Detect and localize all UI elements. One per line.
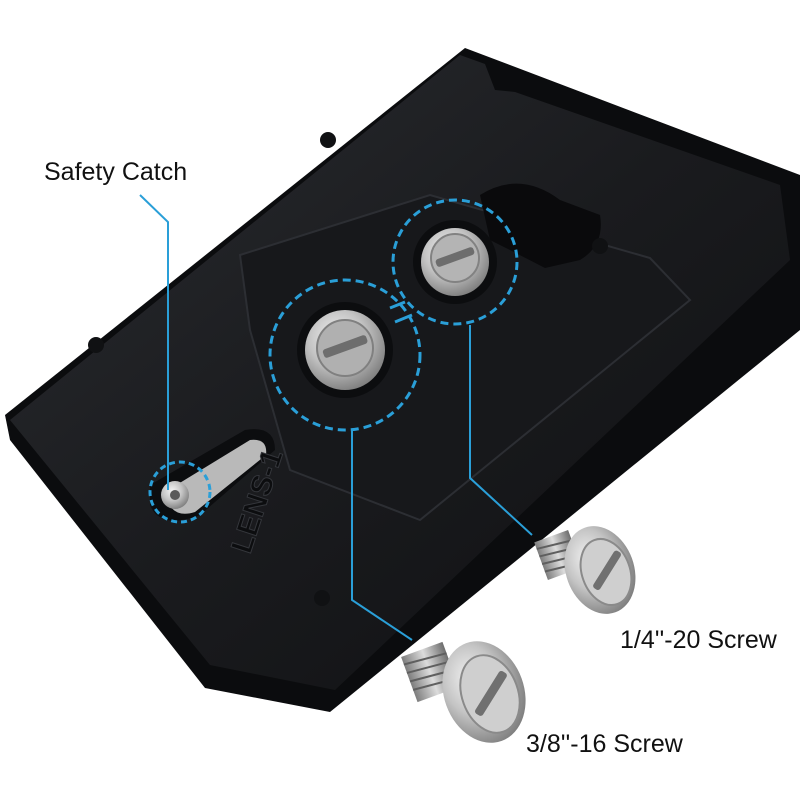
quarter-screw-label: 1/4''-20 Screw — [620, 626, 777, 654]
mounting-plate: LENS-1 — [5, 48, 800, 712]
mounted-screw-small — [413, 220, 497, 304]
slot-cutout — [480, 183, 601, 268]
highlight-circle-small-screw — [391, 198, 519, 326]
callout-line-threeeighths-screw — [351, 430, 413, 641]
highlight-circle-safety-catch — [148, 460, 212, 524]
highlight-circle-large-screw — [268, 278, 422, 432]
safety-catch-lever — [165, 439, 267, 514]
safety-catch-label: Safety Catch — [44, 158, 188, 186]
threeeighths-screw-label: 3/8''-16 Screw — [526, 730, 683, 758]
callout-line-safety-catch — [139, 194, 169, 490]
callout-line-quarter-screw — [469, 325, 533, 536]
quarter-inch-screw — [534, 526, 636, 614]
mounted-screw-large — [297, 302, 393, 398]
three-eighths-inch-screw — [401, 641, 526, 743]
